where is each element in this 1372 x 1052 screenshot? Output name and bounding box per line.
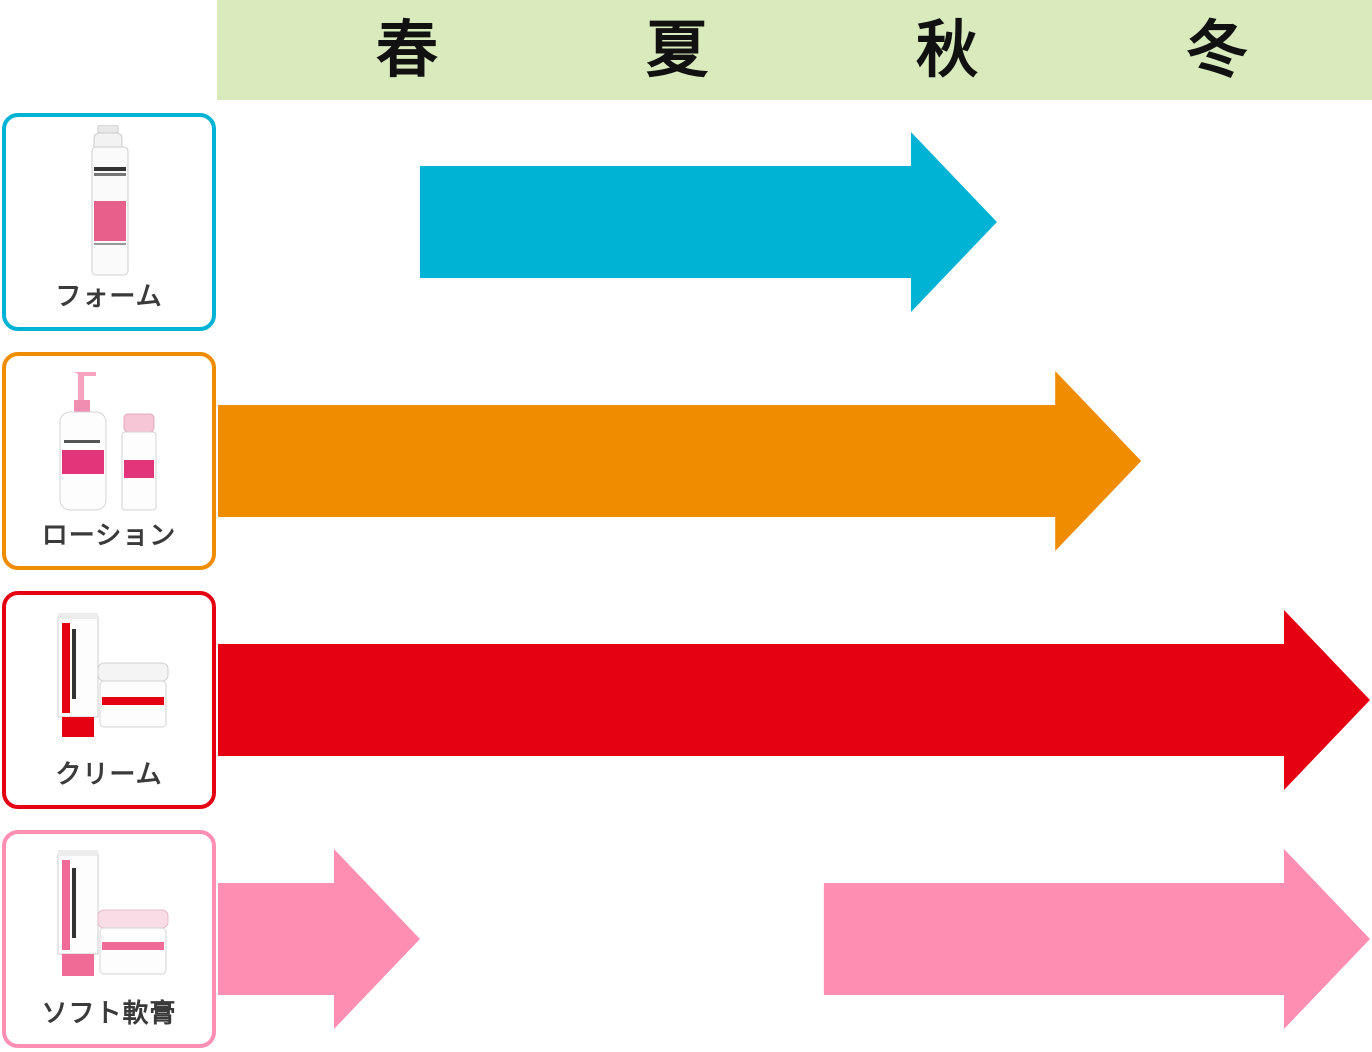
season-summer: 夏 <box>645 13 708 86</box>
card-label-soft-ointment: ソフト軟膏 <box>41 999 177 1029</box>
arrow-soft-1 <box>218 849 420 1029</box>
product-card-lotion: ローション <box>2 352 216 570</box>
foam-bottle-icon <box>91 125 129 276</box>
season-autumn: 秋 <box>915 13 978 86</box>
card-label-lotion: ローション <box>41 521 177 551</box>
product-card-foam: フォーム <box>2 113 216 331</box>
season-header <box>217 0 1372 100</box>
arrow-soft-2 <box>823 849 1370 1029</box>
product-card-cream: クリーム <box>2 591 216 809</box>
season-winter: 冬 <box>1185 13 1248 86</box>
arrow-lotion-1 <box>218 371 1142 551</box>
card-label-foam: フォーム <box>55 282 163 312</box>
arrow-cream-1 <box>218 610 1370 790</box>
card-label-cream: クリーム <box>55 760 163 790</box>
arrow-foam-1 <box>419 132 997 312</box>
lotion-bottles-icon <box>59 372 157 511</box>
product-card-soft-ointment: ソフト軟膏 <box>2 830 216 1048</box>
season-spring: 春 <box>375 13 438 86</box>
soft-ointment-tube-jar-icon <box>57 850 169 976</box>
cream-tube-jar-icon <box>57 613 169 737</box>
